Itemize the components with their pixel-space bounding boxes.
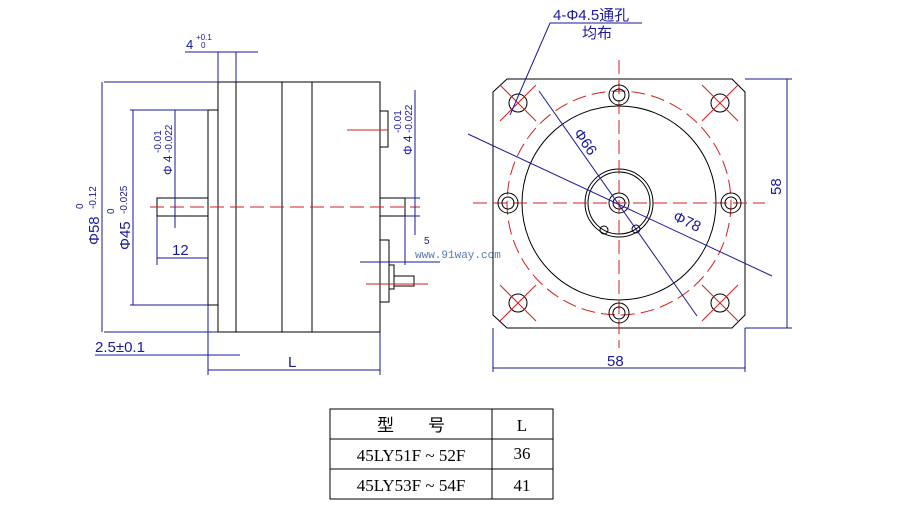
table-cell-l: 36 [514,444,531,463]
hub-slot [631,224,641,234]
table-header-model: 型 号 [377,416,445,435]
dim-flange-tol-upper: +0.1 [196,33,212,42]
watermark: www.91way.com [415,250,501,262]
dim-rear-shaft-dia: Φ 4 [401,135,415,155]
dim-body-dia: Φ58 [86,216,103,245]
dim-flange-tol-lower: 0 [201,41,206,50]
connector-block [379,239,390,303]
dim-pilot-dia-tol-upper: 0 [106,208,117,214]
flange-square [492,78,746,329]
dim-rear-shaft-tol-lower: -0.022 [404,104,415,133]
dim-body-dia-tol-lower: -0.12 [88,186,99,209]
hole-note-line2: 均布 [582,25,612,42]
dim-length: L [288,354,296,371]
side-view: 4 +0.1 0 Φ58 0 -0.12 Φ45 0 -0.025 Φ 4 -0… [75,33,440,375]
dim-height: 58 [768,178,785,195]
hole-note-line1: 4-Φ4.5通孔 [553,7,629,24]
dim-pilot-dia: Φ45 [117,221,134,250]
dim-shaft-length: 12 [172,242,189,259]
dim-pilot-dia-tol-lower: -0.025 [119,185,130,214]
dim-shaft-dia: Φ 4 [161,155,175,175]
dim-circle-66: Φ66 [570,126,600,159]
table-header-l: L [517,416,527,435]
table-cell-l: 41 [514,476,531,495]
rear-boss [379,110,389,148]
dim-circle-78: Φ78 [670,208,703,236]
dim-pilot-height: 2.5±0.1 [95,339,145,356]
model-table: 型 号 L 45LY51F ~ 52F 36 45LY53F ~ 54F 41 [329,408,554,500]
dim-flange-thickness: 4 [186,37,193,52]
corner-holes [499,84,739,322]
dim-shaft-tol-upper: -0.01 [153,130,164,153]
dim-width: 58 [607,353,624,370]
front-view: 4-Φ4.5通孔 均布 Φ66 Φ78 58 58 [467,7,792,372]
mounting-holes [497,84,742,324]
connector-pin [393,275,415,287]
table-cell-model: 45LY51F ~ 52F [357,446,466,465]
dim-rear-shaft-tol-upper: -0.01 [393,110,404,133]
dim-body-dia-tol-upper: 0 [75,203,86,209]
dim-rear-small: 5 [424,236,430,247]
table-cell-model: 45LY53F ~ 54F [357,476,466,495]
hub-slot [599,225,609,235]
dim-shaft-tol-lower: -0.022 [164,124,175,153]
connector [388,264,395,290]
